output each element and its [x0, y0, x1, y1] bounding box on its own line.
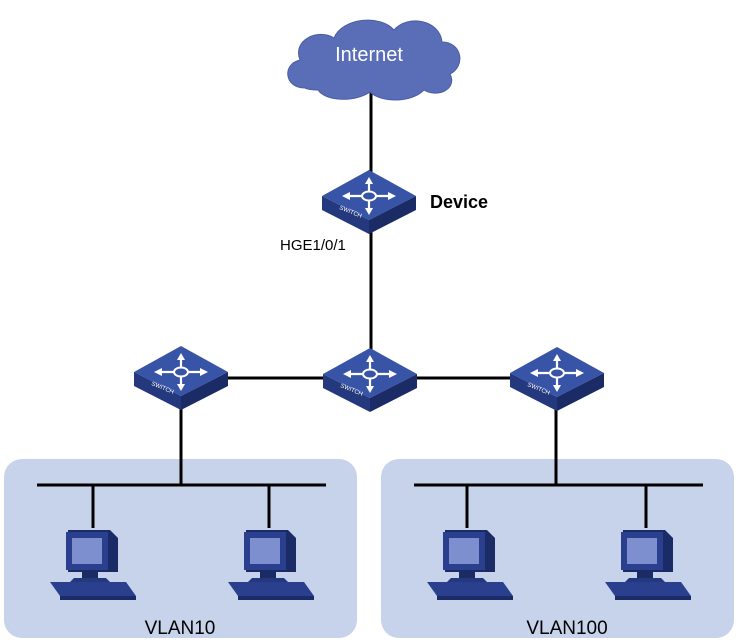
device-switch: SWITCH	[320, 168, 418, 236]
right-access-switch: SWITCH	[508, 345, 606, 413]
vlan10-label: VLAN10	[145, 618, 216, 639]
vlan100-label: VLAN100	[526, 618, 607, 639]
port-label: HGE1/0/1	[280, 237, 346, 254]
left-access-switch: SWITCH	[132, 344, 230, 412]
internet-label: Internet	[335, 44, 403, 66]
cloud-icon	[287, 19, 461, 101]
core-switch: SWITCH	[321, 346, 419, 414]
internet-cloud: Internet	[287, 19, 461, 101]
links	[37, 85, 703, 528]
device-label: Device	[430, 192, 488, 212]
